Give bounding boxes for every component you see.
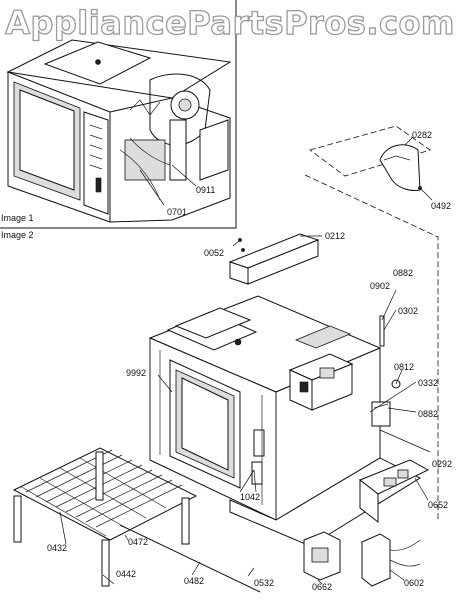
part-label-0652: 0652 (428, 500, 449, 510)
part-label-0492: 0492 (431, 201, 452, 211)
part-0282-bracket (309, 125, 433, 201)
part-label-1042: 1042 (240, 492, 261, 502)
part-label-0472: 0472 (128, 537, 149, 547)
part-label-0212: 0212 (325, 231, 346, 241)
part-label-0532: 0532 (254, 578, 275, 588)
part-label-9992: 9992 (126, 368, 147, 378)
parts-0662-0602 (303, 531, 421, 587)
part-label-0302: 0302 (398, 306, 419, 316)
main-cabinet (148, 289, 431, 547)
rack-rails (13, 451, 190, 587)
part-label-0902: 0902 (370, 281, 391, 291)
image1-inset (0, 0, 237, 229)
part-label-0282: 0282 (412, 130, 433, 140)
part-label-0292: 0292 (432, 459, 453, 469)
image1-label: Image 1 (1, 213, 34, 223)
part-label-0882-bottom: 0882 (418, 409, 439, 419)
part-label-0442: 0442 (116, 569, 137, 579)
part-label-0662: 0662 (312, 582, 333, 592)
part-label-0882-top: 0882 (393, 268, 414, 278)
part-label-0052: 0052 (204, 248, 225, 258)
part-0212-channel (228, 233, 322, 285)
watermark-logo: AppliancePartsPros.com (5, 3, 455, 42)
part-label-0701: 0701 (167, 207, 188, 217)
part-label-0911: 0911 (196, 185, 216, 195)
part-label-0812: 0812 (394, 362, 415, 372)
part-label-0332: 0332 (418, 378, 439, 388)
image2-label: Image 2 (1, 230, 34, 240)
part-label-0602: 0602 (404, 578, 425, 588)
part-0432-rack (12, 447, 198, 541)
part-label-0432: 0432 (47, 543, 68, 553)
part-label-0482: 0482 (184, 576, 205, 586)
